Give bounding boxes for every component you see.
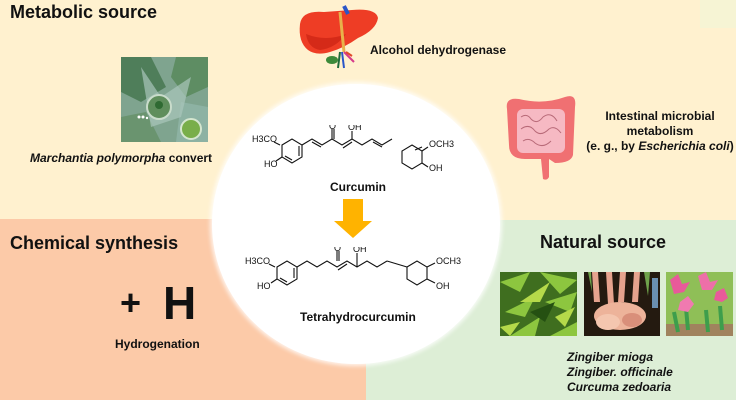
species-list: Zingiber mioga Zingiber. officinale Curc…	[567, 350, 673, 395]
tetrahydrocurcumin-structure: H3CO HO O OH OCH3 OH	[245, 247, 485, 307]
species-item: Zingiber mioga	[567, 350, 654, 364]
zingiber-officinale-photo	[584, 272, 660, 336]
curcumin-right-bottom-group: OH	[429, 163, 443, 173]
curcumin-right-top-group: OCH3	[429, 139, 454, 149]
species-item: Curcuma zedoaria	[567, 380, 672, 394]
curcumin-left-top-group: H3CO	[252, 134, 277, 144]
hydrogenation-label: Hydrogenation	[115, 337, 200, 351]
corner-tint	[700, 0, 736, 28]
marchantia-caption: Marchantia polymorpha convert	[30, 151, 212, 165]
liver-icon	[296, 4, 380, 72]
curcumin-structure: H3CO HO O OH OCH3 OH	[252, 125, 478, 180]
thc-left-bottom-group: HO	[257, 281, 271, 291]
intestine-line-2: metabolism	[626, 124, 694, 138]
moss-photo	[121, 57, 208, 142]
intestine-caption: Intestinal microbial metabolism (e. g., …	[585, 109, 735, 154]
natural-source-title: Natural source	[540, 232, 667, 252]
tetrahydrocurcumin-label: Tetrahydrocurcumin	[300, 310, 416, 324]
curcumin-ketone: O	[329, 125, 336, 131]
intestine-line-3-suffix: )	[729, 139, 734, 153]
curcumin-label: Curcumin	[330, 180, 387, 194]
species-item: Zingiber. officinale	[567, 365, 673, 379]
thc-right-top-group: OCH3	[436, 256, 461, 266]
thc-enol: OH	[353, 247, 367, 254]
marchantia-suffix: convert	[165, 151, 213, 165]
thc-right-bottom-group: OH	[436, 281, 450, 291]
curcuma-zedoaria-photo	[666, 272, 733, 336]
thc-left-top-group: H3CO	[245, 256, 270, 266]
intestine-line-3: (e. g., by Escherichia coli)	[585, 139, 735, 154]
curcumin-enol: OH	[348, 125, 362, 132]
arrow-down-icon	[333, 199, 373, 239]
metabolic-source-title: Metabolic source	[10, 2, 158, 22]
thc-ketone: O	[334, 247, 341, 253]
ecoli-species: Escherichia coli	[638, 139, 730, 153]
chemical-synthesis-title: Chemical synthesis	[10, 233, 179, 253]
liver-label: Alcohol dehydrogenase	[370, 43, 507, 57]
intestine-line-3-prefix: (e. g., by	[586, 139, 639, 153]
curcumin-left-bottom-group: HO	[264, 159, 278, 169]
marchantia-species: Marchantia polymorpha	[30, 151, 166, 165]
intestine-line-1: Intestinal microbial	[605, 109, 715, 123]
intestine-icon	[503, 93, 578, 181]
hydrogen-symbol: H	[163, 277, 197, 329]
plus-symbol: +	[120, 282, 142, 323]
zingiber-mioga-photo	[500, 272, 577, 336]
